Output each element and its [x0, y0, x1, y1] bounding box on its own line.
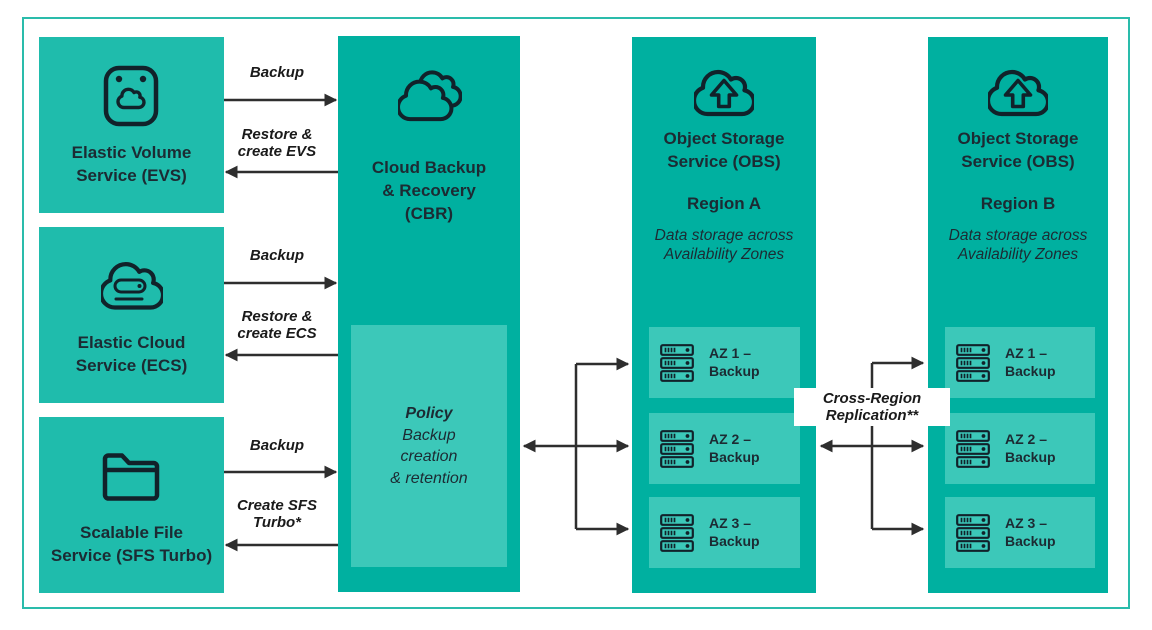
cbr-box: Cloud Backup & Recovery (CBR) Policy Bac… — [338, 36, 520, 592]
edge-label-evs-restore: Restore & create EVS — [237, 126, 317, 160]
region-b-subtitle: Data storage across Availability Zones — [948, 227, 1088, 263]
cloud-upload-icon — [694, 69, 754, 118]
cloud-upload-icon — [988, 69, 1048, 118]
evs-title: Elastic Volume Service (EVS) — [71, 143, 192, 185]
sfs-box: Scalable File Service (SFS Turbo) — [39, 417, 224, 593]
region-a-az3-box: AZ 3 – Backup — [649, 497, 800, 568]
evs-box: Elastic Volume Service (EVS) — [39, 37, 224, 213]
region-b-az2-box: AZ 2 – Backup — [945, 413, 1095, 484]
edge-label-sfs-create: Create SFS Turbo* — [236, 497, 318, 531]
edge-label-ecs-restore: Restore & create ECS — [237, 308, 317, 342]
sfs-title: Scalable File Service (SFS Turbo) — [50, 523, 213, 565]
region-a-az1-box: AZ 1 – Backup — [649, 327, 800, 398]
policy-text: Backup creation & retention — [390, 426, 468, 487]
region-a-az2-label: AZ 2 – Backup — [709, 431, 760, 465]
edge-label-cross-region: Cross-Region Replication** — [794, 388, 950, 426]
region-a-service-title: Object Storage Service (OBS) — [663, 129, 785, 171]
region-a-az1-label: AZ 1 – Backup — [709, 345, 760, 379]
edge-label-ecs-backup: Backup — [249, 247, 305, 264]
region-a-az3-label: AZ 3 – Backup — [709, 515, 760, 549]
server-stack-icon — [660, 430, 694, 468]
cbr-policy-box: Policy Backup creation & retention — [351, 325, 507, 567]
server-stack-icon — [660, 344, 694, 382]
region-b-box: Object Storage Service (OBS) Region B Da… — [928, 37, 1108, 593]
region-b-az2-label: AZ 2 – Backup — [1005, 431, 1056, 465]
folder-icon — [100, 446, 162, 501]
diagram-border — [22, 17, 1130, 609]
region-b-az3-label: AZ 3 – Backup — [1005, 515, 1056, 549]
server-stack-icon — [956, 344, 990, 382]
ecs-box: Elastic Cloud Service (ECS) — [39, 227, 224, 403]
region-a-name: Region A — [687, 194, 761, 213]
cloud-compute-icon — [101, 261, 163, 311]
edge-label-sfs-backup: Backup — [249, 437, 305, 454]
region-b-az1-box: AZ 1 – Backup — [945, 327, 1095, 398]
edge-label-evs-backup: Backup — [249, 64, 305, 81]
server-stack-icon — [660, 514, 694, 552]
double-cloud-icon — [398, 69, 462, 123]
region-a-subtitle: Data storage across Availability Zones — [654, 227, 794, 263]
disk-cloud-icon — [102, 64, 160, 128]
cbr-title: Cloud Backup & Recovery (CBR) — [371, 158, 487, 223]
region-b-az1-label: AZ 1 – Backup — [1005, 345, 1056, 379]
server-stack-icon — [956, 430, 990, 468]
region-b-az3-box: AZ 3 – Backup — [945, 497, 1095, 568]
region-a-box: Object Storage Service (OBS) Region A Da… — [632, 37, 816, 593]
server-stack-icon — [956, 514, 990, 552]
ecs-title: Elastic Cloud Service (ECS) — [75, 333, 188, 375]
region-a-az2-box: AZ 2 – Backup — [649, 413, 800, 484]
region-b-name: Region B — [980, 194, 1056, 213]
region-b-service-title: Object Storage Service (OBS) — [957, 129, 1079, 171]
policy-title: Policy — [405, 405, 453, 422]
